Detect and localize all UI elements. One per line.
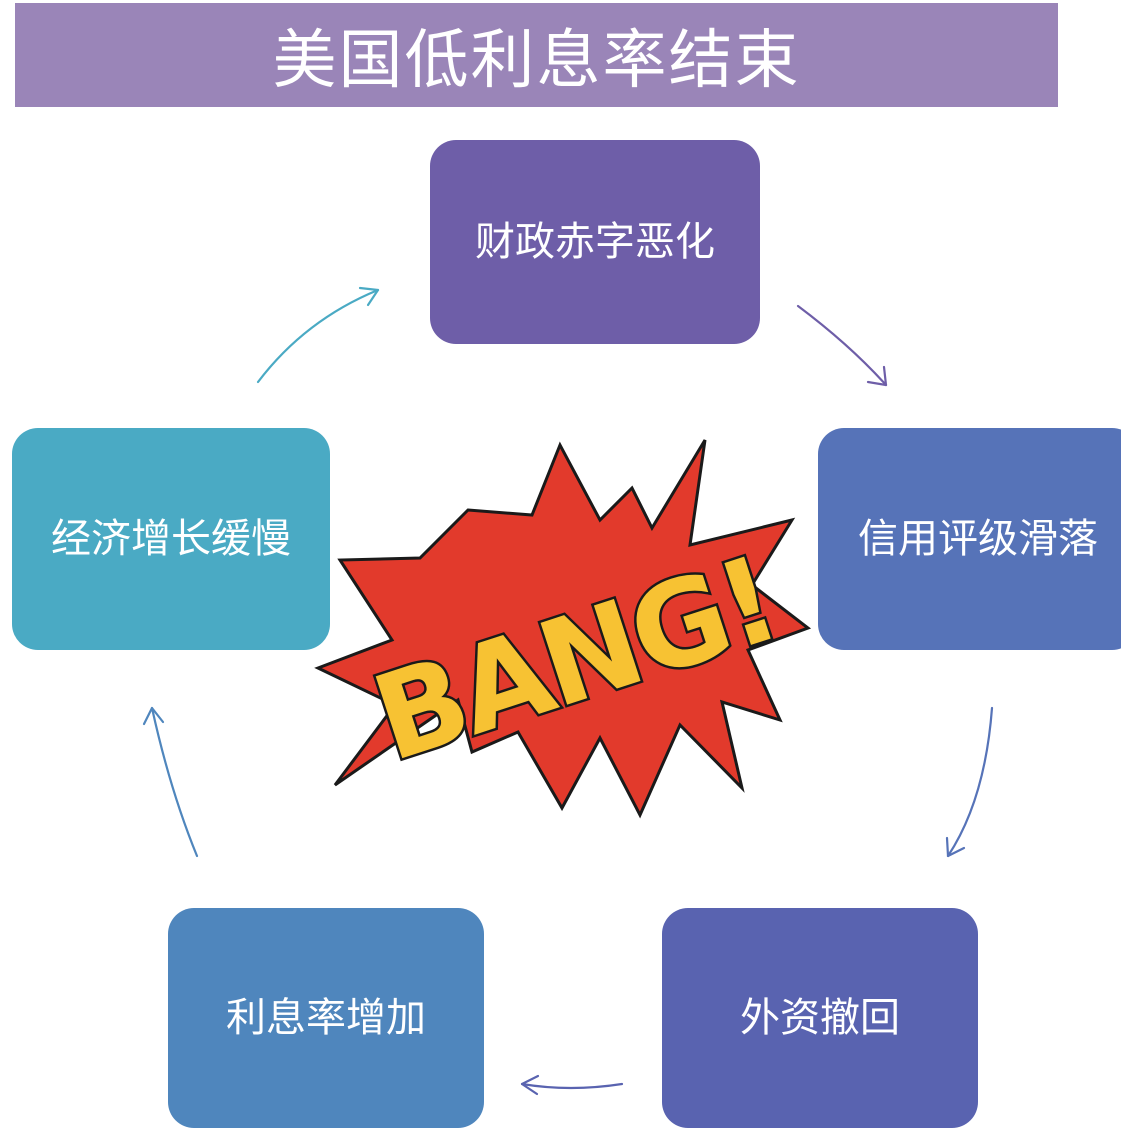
node-label: 财政赤字恶化 <box>475 219 715 265</box>
arrow-interest-to-growth <box>142 706 199 858</box>
arrow-rating-to-capital <box>945 706 994 858</box>
node-label: 信用评级滑落 <box>858 516 1098 562</box>
arrow-deficit-to-rating <box>796 304 888 387</box>
node-label: 经济增长缓慢 <box>51 516 291 562</box>
node-interest-rise: 利息率增加 <box>168 908 484 1128</box>
node-fiscal-deficit: 财政赤字恶化 <box>430 140 760 344</box>
explosion-burst-icon <box>314 439 812 819</box>
node-label: 外资撤回 <box>740 995 900 1041</box>
node-label: 利息率增加 <box>226 995 426 1041</box>
arrow-capital-to-interest <box>520 1074 624 1096</box>
page-title: 美国低利息率结束 <box>272 24 801 98</box>
arrow-growth-to-deficit <box>256 286 380 384</box>
title-banner: 美国低利息率结束 <box>15 3 1058 107</box>
node-credit-rating: 信用评级滑落 <box>818 428 1121 650</box>
node-capital-withdrawal: 外资撤回 <box>662 908 978 1128</box>
node-slow-growth: 经济增长缓慢 <box>12 428 330 650</box>
